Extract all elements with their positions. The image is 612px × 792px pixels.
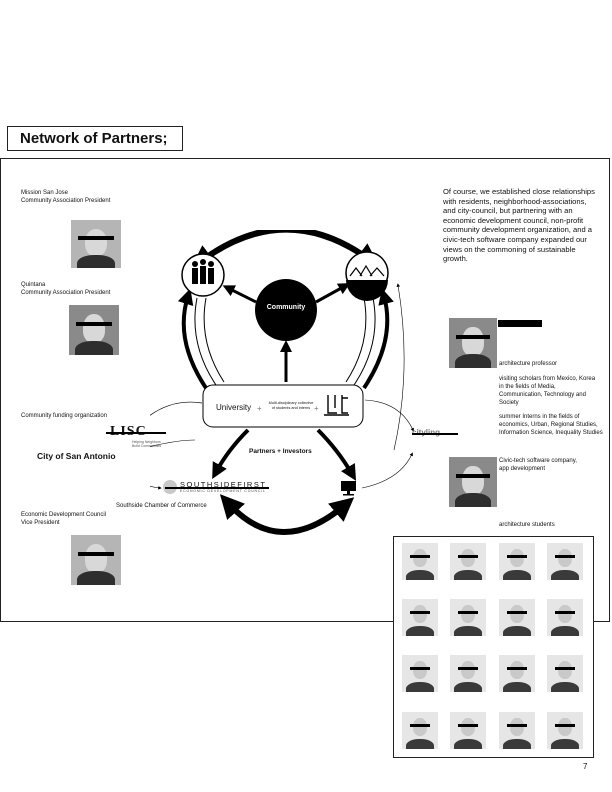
diagram-frame xyxy=(0,158,610,622)
arrow-computer-to-cityling xyxy=(361,452,413,489)
contact-edc-vp: Economic Development Council Vice Presid… xyxy=(21,511,181,527)
redaction-bar xyxy=(455,335,491,339)
redaction-strike xyxy=(412,433,458,435)
redaction-bar xyxy=(76,322,112,326)
contact-role: Community Association President xyxy=(21,198,111,204)
right-ring-inner xyxy=(345,297,367,383)
student-photo xyxy=(547,599,583,636)
southside-first-subtitle: ECONOMIC DEVELOPMENT COUNCIL xyxy=(180,489,266,493)
student-photo xyxy=(499,599,535,636)
right-thick-arrow xyxy=(362,288,394,390)
arrow-cityling-to-houses xyxy=(393,283,405,451)
contact-mission-san-jose: Mission San Jose Community Association P… xyxy=(21,189,181,205)
redaction-bar xyxy=(455,474,491,478)
community-circle xyxy=(255,279,317,341)
note-architecture-students: architecture students xyxy=(499,522,555,528)
city-of-san-antonio-logo: City of San Antonio xyxy=(37,451,116,461)
left-ring-inner xyxy=(203,297,225,383)
arrow-to-cityling-logo xyxy=(364,399,414,432)
plus-sign: + xyxy=(257,404,262,413)
redaction-strike xyxy=(106,432,166,434)
student-photo xyxy=(499,543,535,580)
contact-funding-org: Community funding organization xyxy=(21,413,108,419)
note-civic-tech: Civic-tech software company, app develop… xyxy=(499,458,577,472)
top-arc-arrow xyxy=(190,230,380,270)
student-photo xyxy=(450,655,486,692)
redaction-bar xyxy=(78,552,114,556)
lisc-logo: LISC Helping Neighbors Build Communities xyxy=(106,424,166,450)
note-summer-interns: summer Interns in the fields of economic… xyxy=(499,414,603,436)
contact-name: Quintana xyxy=(21,282,46,288)
student-photo xyxy=(402,543,438,580)
cityling-logo-text: cityling xyxy=(412,428,462,437)
cityling-logo: cityling xyxy=(412,428,462,440)
contact-name: Mission San Jose xyxy=(21,190,69,196)
right-ring-outer xyxy=(351,297,376,389)
photo-edc-vice-president xyxy=(71,535,121,585)
southside-chamber-label: Southside Chamber of Commerce xyxy=(116,503,207,509)
multidisciplinary-label: Multi-disciplinary collective of student… xyxy=(268,401,314,410)
bottom-arc-arrow xyxy=(219,494,355,535)
university-box xyxy=(202,384,364,428)
student-photo xyxy=(547,655,583,692)
photo-civic-tech-founder xyxy=(449,457,497,507)
student-photo xyxy=(547,543,583,580)
redacted-name-bar xyxy=(498,320,542,327)
contact-role: Vice President xyxy=(21,520,60,526)
student-photo-grid xyxy=(393,536,594,758)
note-visiting-scholars: visiting scholars from Mexico, Korea in … xyxy=(499,376,596,406)
note-professor: architecture professor xyxy=(499,361,558,367)
student-photo xyxy=(402,599,438,636)
photo-architecture-professor xyxy=(449,318,497,368)
arrow-to-cityling xyxy=(316,428,357,481)
houses-icon xyxy=(349,264,385,277)
student-photo xyxy=(450,599,486,636)
page-title: Network of Partners; xyxy=(7,126,183,151)
contact-quintana: Quintana Community Association President xyxy=(21,281,181,297)
arrow-to-southside xyxy=(212,428,250,480)
partners-investors-label: Partners + Investors xyxy=(249,448,312,455)
houses-ground xyxy=(346,280,388,301)
intro-paragraph: Of course, we established close relation… xyxy=(443,187,595,264)
network-diagram xyxy=(150,230,414,535)
lisc-logo-text: LISC xyxy=(110,424,165,440)
student-photo xyxy=(499,712,535,749)
computer-icon xyxy=(341,481,356,496)
student-photo xyxy=(450,543,486,580)
page-number: 7 xyxy=(583,762,588,771)
redaction-bar xyxy=(78,236,114,241)
university-label: University xyxy=(216,403,252,412)
arrow-city-to-southside xyxy=(150,485,162,490)
photo-mission-san-jose-president xyxy=(71,220,121,268)
community-label: Community xyxy=(266,304,306,311)
redaction-strike xyxy=(165,487,269,489)
arrow-community-to-houses xyxy=(315,283,351,304)
contact-role: Community Association President xyxy=(21,290,111,296)
arrow-community-to-people xyxy=(222,285,257,304)
left-thick-arrow xyxy=(177,288,208,390)
student-photo xyxy=(402,712,438,749)
people-icon xyxy=(192,259,214,284)
lisc-logo-subtitle: Helping Neighbors Build Communities xyxy=(132,440,162,448)
student-photo xyxy=(547,712,583,749)
contact-name: Economic Development Council xyxy=(21,512,107,518)
student-photo xyxy=(402,655,438,692)
photo-quintana-president xyxy=(69,305,119,355)
student-photo xyxy=(450,712,486,749)
southside-first-logo: SOUTHSIDEFIRST ECONOMIC DEVELOPMENT COUN… xyxy=(163,480,271,496)
left-ring-outer xyxy=(194,297,219,389)
plus-sign: + xyxy=(314,404,319,413)
southside-first-text: SOUTHSIDEFIRST xyxy=(180,480,267,489)
lab-logo xyxy=(324,395,349,416)
student-photo xyxy=(499,655,535,692)
arrow-to-city xyxy=(150,439,196,447)
arrow-to-lisc xyxy=(150,401,203,416)
